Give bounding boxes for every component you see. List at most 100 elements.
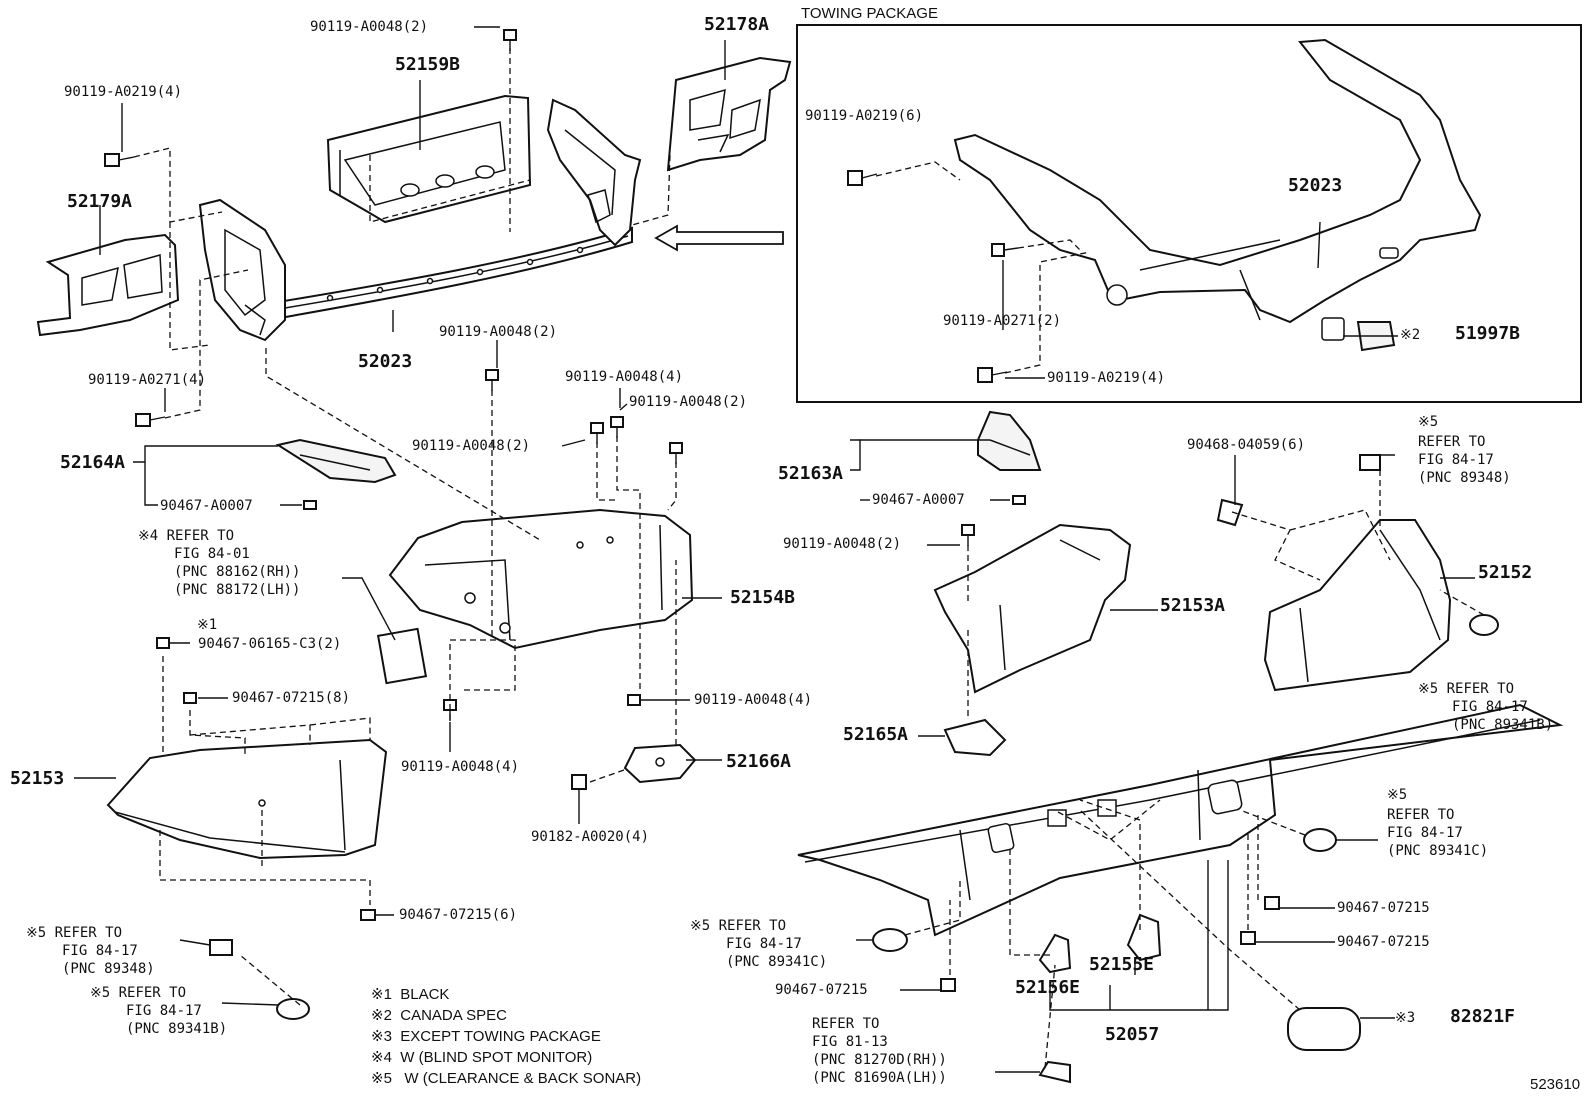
- refer-note[interactable]: (PNC 89341C): [726, 954, 828, 970]
- part-label[interactable]: 52155E: [1089, 954, 1155, 975]
- refer-note[interactable]: ※4 REFER TO: [138, 528, 235, 544]
- part-label[interactable]: 52164A: [60, 452, 126, 473]
- legend-note: ※1 BLACK: [371, 986, 450, 1003]
- part-label[interactable]: 90119-A0048(2): [310, 19, 429, 35]
- refer-note[interactable]: FIG 84-17: [1387, 825, 1463, 841]
- refer-note[interactable]: FIG 84-17: [62, 943, 138, 959]
- refer-note[interactable]: (PNC 89341C): [1387, 843, 1489, 859]
- hitch-frame-part: [953, 38, 1482, 341]
- sonar-sensor-part: [872, 928, 908, 952]
- refer-note[interactable]: REFER TO: [1387, 807, 1455, 823]
- part-label[interactable]: 90119-A0048(4): [694, 692, 813, 708]
- part-label[interactable]: 90119-A0219(4): [1047, 370, 1166, 386]
- note-mark: ※5: [1387, 787, 1408, 803]
- cover-part: [1287, 1007, 1361, 1051]
- sonar-sensor-part: [276, 998, 310, 1020]
- part-label[interactable]: 52154B: [730, 587, 796, 608]
- part-label[interactable]: 90467-06165-C3(2): [198, 636, 342, 652]
- refer-note[interactable]: (PNC 89348): [1418, 470, 1511, 486]
- part-label[interactable]: 52179A: [67, 191, 133, 212]
- part-label[interactable]: 52159B: [395, 54, 461, 75]
- part-label[interactable]: 90468-04059(6): [1187, 437, 1306, 453]
- right-bumper-end-part: [1263, 519, 1452, 692]
- clearance-sensor-bracket-part: [209, 939, 233, 956]
- part-label[interactable]: 90119-A0048(2): [412, 438, 531, 454]
- refer-note[interactable]: ※5 REFER TO: [26, 925, 123, 941]
- refer-note[interactable]: (PNC 89341B): [1452, 717, 1554, 733]
- part-label[interactable]: 90119-A0219(4): [64, 84, 183, 100]
- refer-note[interactable]: (PNC 81270D(RH)): [812, 1052, 947, 1068]
- sonar-sensor-part: [1303, 828, 1337, 852]
- part-label[interactable]: 90467-07215: [1337, 900, 1430, 916]
- clip-part-52156e: [1038, 933, 1072, 974]
- note-mark: ※1: [197, 617, 218, 633]
- part-label[interactable]: 90467-A0007: [160, 498, 253, 514]
- part-label[interactable]: 52165A: [843, 724, 909, 745]
- refer-note[interactable]: FIG 84-17: [1452, 699, 1528, 715]
- bolt-symbols: [104, 29, 1280, 992]
- part-label[interactable]: 90119-A0048(2): [439, 324, 558, 340]
- refer-note[interactable]: ※5 REFER TO: [690, 918, 787, 934]
- part-label[interactable]: 52057: [1105, 1024, 1160, 1045]
- refer-note[interactable]: (PNC 88172(LH)): [174, 582, 301, 598]
- right-step-pad-part: [977, 410, 1042, 471]
- refer-note[interactable]: (PNC 88162(RH)): [174, 564, 301, 580]
- part-label[interactable]: 90119-A0048(2): [629, 394, 748, 410]
- part-label[interactable]: 90119-A0271(2): [943, 313, 1062, 329]
- part-label[interactable]: 52178A: [704, 14, 770, 35]
- refer-note[interactable]: FIG 84-17: [1418, 452, 1494, 468]
- part-label[interactable]: 90119-A0048(4): [565, 369, 684, 385]
- part-label[interactable]: 52163A: [778, 463, 844, 484]
- part-label[interactable]: 52023: [358, 351, 413, 372]
- refer-note[interactable]: FIG 84-17: [126, 1003, 202, 1019]
- part-label[interactable]: 90467-07215: [775, 982, 868, 998]
- part-label[interactable]: 52153: [10, 768, 65, 789]
- part-label[interactable]: 90467-A0007: [872, 492, 965, 508]
- part-label[interactable]: 82821F: [1450, 1006, 1516, 1027]
- clip-part-52155e: [1126, 913, 1162, 962]
- refer-note[interactable]: (PNC 89348): [62, 961, 155, 977]
- part-label[interactable]: 52023: [1288, 175, 1343, 196]
- legend-note: ※3 EXCEPT TOWING PACKAGE: [371, 1028, 601, 1045]
- part-label[interactable]: 52156E: [1015, 977, 1081, 998]
- refer-note[interactable]: (PNC 89341B): [126, 1021, 228, 1037]
- legend-note: ※5 W (CLEARANCE & BACK SONAR): [371, 1070, 642, 1087]
- part-label[interactable]: 90467-07215: [1337, 934, 1430, 950]
- part-label[interactable]: 52152: [1478, 562, 1533, 583]
- part-label[interactable]: 90182-A0020(4): [531, 829, 650, 845]
- refer-note[interactable]: FIG 84-01: [174, 546, 250, 562]
- sonar-sensor-part: [1469, 614, 1499, 636]
- part-label[interactable]: 90467-07215(8): [232, 690, 351, 706]
- part-label[interactable]: 90119-A0048(2): [783, 536, 902, 552]
- part-label[interactable]: 52153A: [1160, 595, 1226, 616]
- part-label[interactable]: 90119-A0219(6): [805, 108, 924, 124]
- part-label[interactable]: ※3: [1395, 1010, 1416, 1026]
- reflector-part: [1038, 1060, 1071, 1084]
- refer-note[interactable]: ※5 REFER TO: [90, 985, 187, 1001]
- lower-bracket-part: [623, 743, 697, 784]
- retainer-part: [1216, 498, 1244, 527]
- left-bumper-end-part: [106, 738, 388, 860]
- refer-note[interactable]: ※5 REFER TO: [1418, 681, 1515, 697]
- towing-package-frame: [796, 24, 1582, 403]
- right-side-bracket-part: [666, 56, 792, 172]
- part-label[interactable]: 52166A: [726, 751, 792, 772]
- part-label[interactable]: 90119-A0048(4): [401, 759, 520, 775]
- refer-note[interactable]: FIG 84-17: [726, 936, 802, 952]
- left-step-pad-part: [275, 438, 397, 484]
- part-label[interactable]: ※2: [1400, 327, 1421, 343]
- direction-arrow: [654, 224, 784, 252]
- right-bumper-stay-part: [933, 523, 1132, 694]
- upper-plate-part: [326, 94, 532, 224]
- note-mark: ※5: [1418, 414, 1439, 430]
- refer-note[interactable]: (PNC 81690A(LH)): [812, 1070, 947, 1086]
- figure-number: 523610: [1530, 1076, 1581, 1093]
- refer-note[interactable]: REFER TO: [1418, 434, 1486, 450]
- refer-note[interactable]: REFER TO: [812, 1016, 880, 1032]
- towing-package-title: TOWING PACKAGE: [801, 5, 938, 22]
- part-label[interactable]: 51997B: [1455, 323, 1521, 344]
- part-label[interactable]: 90119-A0271(4): [88, 372, 207, 388]
- part-label[interactable]: 90467-07215(6): [399, 907, 518, 923]
- refer-note[interactable]: FIG 81-13: [812, 1034, 888, 1050]
